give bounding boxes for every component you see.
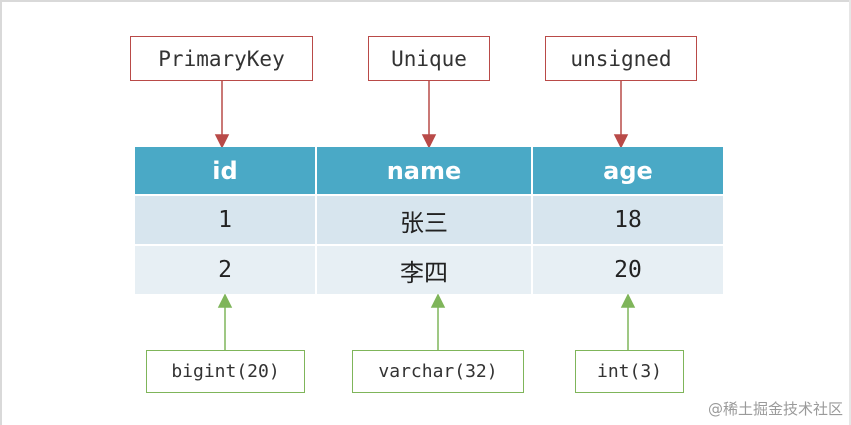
table-cell-row1-age: 18 [533,196,723,244]
type-box-int: int(3) [575,350,684,393]
table-cell-row1-id: 1 [135,196,315,244]
arrowhead-int [620,293,636,308]
type-box-varchar: varchar(32) [352,350,524,393]
table-cell-row2-id: 2 [135,246,315,294]
frame-top-border [0,0,851,2]
table-cell-row1-name: 张三 [317,196,531,244]
arrowhead-varchar [430,293,446,308]
frame-right-border [849,0,851,425]
arrowhead-bigint [217,293,233,308]
table-header-id: id [135,147,315,194]
constraint-box-unsigned: unsigned [545,36,697,81]
table-cell-row2-age: 20 [533,246,723,294]
table-cell-row2-name: 李四 [317,246,531,294]
arrowhead-unique [421,134,437,149]
constraint-box-unique: Unique [368,36,490,81]
frame-left-border [0,0,2,425]
table-header-name: name [317,147,531,194]
watermark-text: @稀土掘金技术社区 [707,400,843,418]
constraint-box-primarykey: PrimaryKey [130,36,313,81]
table-header-age: age [533,147,723,194]
type-box-bigint: bigint(20) [146,350,305,393]
arrowhead-unsigned [613,134,629,149]
arrowhead-primarykey [214,134,230,149]
